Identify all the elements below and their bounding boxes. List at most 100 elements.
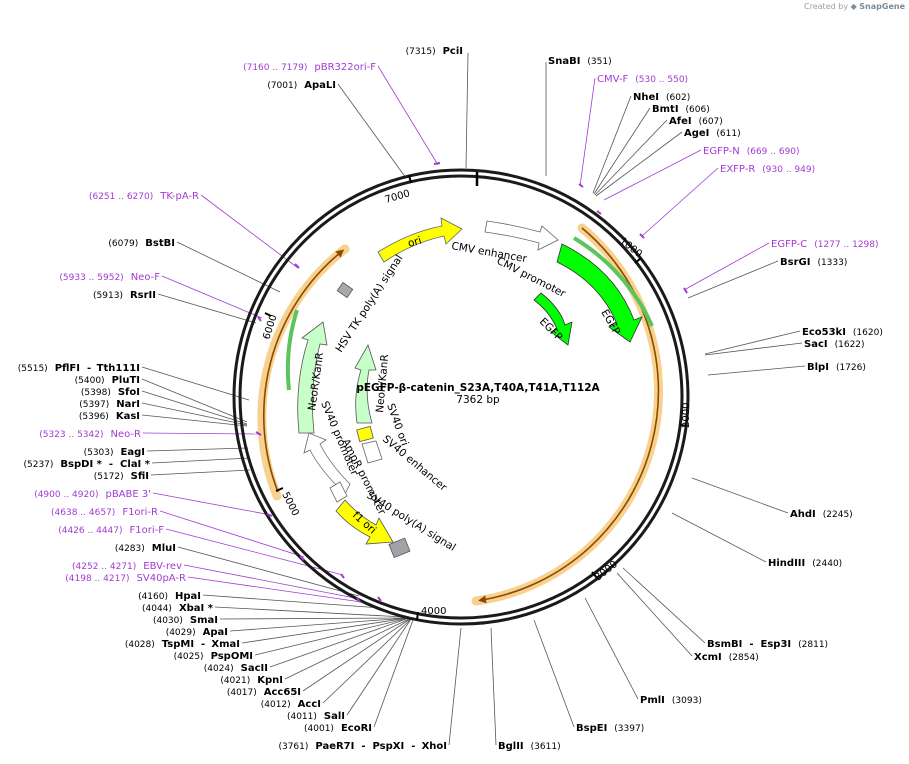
label-part: (930 .. 949) <box>762 165 815 175</box>
label-part: pBR322ori-F <box>314 62 376 73</box>
label-part: (4900 .. 4920) <box>34 490 98 500</box>
enzyme-label-5: AfeI(607) <box>669 116 723 127</box>
label-part: (669 .. 690) <box>747 147 800 157</box>
feature-egfp-outer-arrow <box>556 243 643 343</box>
leader-line-15 <box>671 512 767 563</box>
label-part: MluI <box>152 543 176 554</box>
label-part: EGFP-N <box>703 146 740 157</box>
label-part: BmtI <box>652 104 679 115</box>
label-part: AgeI <box>684 128 709 139</box>
leader-line-2 <box>579 77 596 187</box>
label-part: SacI <box>804 339 828 350</box>
enzyme-label-31: (4030)SmaI <box>153 615 218 626</box>
enzyme-label-18: PmlI(3093) <box>640 695 702 706</box>
leader-line-12 <box>704 342 803 356</box>
label-part: (3093) <box>672 696 702 706</box>
label-part: SmaI <box>190 615 218 626</box>
label-part: (5303) <box>84 448 114 458</box>
backbone-outer-ring <box>232 168 690 626</box>
label-part: PspXI <box>373 741 405 752</box>
label-part: XbaI * <box>179 603 214 614</box>
feature-sv40-enhancer-arrow <box>361 440 383 464</box>
enzyme-label-53: (7001)ApaLI <box>267 80 336 91</box>
backbone-inner-ring <box>238 174 684 620</box>
primer-label-43: (5323 .. 5342)Neo-R <box>39 429 141 440</box>
enzyme-label-27: (4024)SacII <box>204 663 268 674</box>
label-part: TspMI <box>162 639 194 650</box>
leader-line-31 <box>219 617 409 620</box>
enzyme-label-20: BglII(3611) <box>498 741 561 752</box>
enzyme-label-32: (4044)XbaI * <box>142 603 214 614</box>
primer-label-38: (4638 .. 4657)F1ori-R <box>51 507 158 518</box>
enzyme-label-22: (4001)EcoRI <box>304 723 372 734</box>
tick-7000: 7000 <box>384 188 411 206</box>
enzyme-label-46: (5398)SfoI <box>81 387 140 398</box>
orf-inner-egfp-green <box>572 236 654 327</box>
enzyme-label-10: BsrGI(1333) <box>780 257 847 268</box>
feature-cmv-promoter-arrow <box>533 292 573 346</box>
label-part: (5237) <box>23 460 53 470</box>
label-part: HpaI <box>175 591 201 602</box>
leader-line-44 <box>141 414 248 427</box>
feature-ori-arrow <box>377 217 463 263</box>
enzyme-label-44: (5396)KasI <box>79 411 140 422</box>
primer-label-52: (6251 .. 6270)TK-pA-R <box>89 191 199 202</box>
label-part: (3611) <box>531 742 561 752</box>
leader-line-33 <box>202 594 382 609</box>
label-part: ApaLI <box>304 80 336 91</box>
label-part: NarI <box>116 399 140 410</box>
leader-line-40 <box>150 469 251 476</box>
label-part: pBABE 3' <box>105 489 151 500</box>
leader-line-46 <box>141 390 248 425</box>
leader-line-9 <box>683 242 770 291</box>
label-part: XcmI <box>694 652 722 663</box>
enzyme-label-29: (4028)TspMI-XmaI <box>125 639 240 650</box>
label-part: SacII <box>241 663 268 674</box>
label-part: (4025) <box>174 652 204 662</box>
leader-line-30 <box>229 617 409 632</box>
leader-line-16 <box>622 567 706 644</box>
enzyme-label-17: XcmI(2854) <box>694 652 759 663</box>
label-part: (5396) <box>79 412 109 422</box>
primer-label-2: CMV-F(530 .. 550) <box>597 74 688 85</box>
label-part: (5913) <box>93 291 123 301</box>
leader-line-20 <box>490 627 497 746</box>
label-part: Acc65I <box>264 687 301 698</box>
leader-line-10 <box>687 260 779 299</box>
label-part: EGFP-C <box>771 239 807 250</box>
label-part: (4017) <box>227 688 257 698</box>
label-part: EXFP-R <box>720 164 755 175</box>
enzyme-label-21: (3761)PaeR7I-PspXI-XhoI <box>278 741 447 752</box>
label-part: BstBI <box>145 238 175 249</box>
label-part: (4426 .. 4447) <box>58 526 122 536</box>
leader-line-42 <box>146 447 249 452</box>
tick-4000: 4000 <box>421 606 446 617</box>
leader-line-7 <box>603 149 702 201</box>
label-part: AfeI <box>669 116 692 127</box>
label-part: SnaBI <box>548 56 580 67</box>
enzyme-label-23: (4011)SalI <box>287 711 345 722</box>
primer-label-9: EGFP-C(1277 .. 1298) <box>771 239 879 250</box>
enzyme-label-42: (5303)EagI <box>84 447 145 458</box>
label-part: (4198 .. 4217) <box>65 574 129 584</box>
primer-label-8: EXFP-R (930 .. 949) <box>720 164 815 175</box>
primer-label-34: (4198 .. 4217)SV40pA-R <box>65 573 186 584</box>
leader-line-53 <box>337 83 407 179</box>
label-part: XmaI <box>211 639 240 650</box>
label-part: PspOMI <box>211 651 253 662</box>
leader-line-43 <box>142 432 259 435</box>
leader-line-19 <box>533 619 575 728</box>
label-part: (6251 .. 6270) <box>89 192 153 202</box>
leader-line-21 <box>448 627 462 746</box>
label-part: (4021) <box>220 676 250 686</box>
label-part: (5172) <box>94 472 124 482</box>
label-part: (351) <box>587 57 611 67</box>
primer-label-50: (5933 .. 5952)Neo-F <box>59 272 160 283</box>
primer-ticks <box>255 162 688 603</box>
label-part: Eco53kI <box>802 327 846 338</box>
leader-line-36 <box>177 546 360 597</box>
feature-ori-label: ori <box>407 235 423 250</box>
enzyme-label-6: AgeI(611) <box>684 128 741 139</box>
leader-line-22 <box>373 619 414 728</box>
